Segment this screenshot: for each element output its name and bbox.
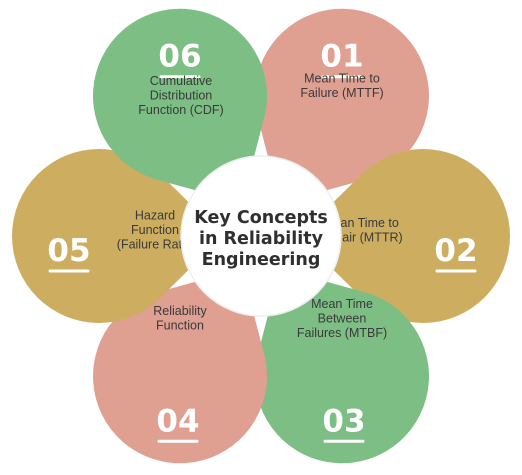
center-circle bbox=[180, 155, 342, 317]
petal-label-04-line-2: Function bbox=[156, 319, 204, 333]
petal-shape-06 bbox=[93, 8, 268, 204]
petal-label-02-line-1: Mean Time to bbox=[323, 216, 399, 230]
petal-number-01: 01 bbox=[320, 39, 363, 75]
petal-label-03-line-1: Mean Time bbox=[311, 297, 373, 311]
petal-label-06-line-1: Cumulative bbox=[150, 74, 213, 88]
petal-number-03: 03 bbox=[322, 403, 365, 439]
center-title-line-2: in Reliability bbox=[199, 229, 324, 249]
petal-label-03-line-3: Failures (MTBF) bbox=[297, 326, 387, 340]
petal-label-01-line-1: Mean Time to bbox=[304, 71, 380, 85]
petal-shape-02 bbox=[299, 148, 510, 324]
center-title-line-3: Engineering bbox=[202, 250, 321, 270]
petal-shape-01 bbox=[255, 8, 429, 204]
petal-shape-05 bbox=[12, 148, 224, 323]
petal-label-05-line-2: Function bbox=[131, 223, 179, 237]
petal-number-05: 05 bbox=[47, 233, 90, 269]
petal-label-03-line-2: Between bbox=[318, 311, 367, 325]
petal-label-05-line-3: (Failure Rate) bbox=[117, 238, 193, 252]
petal-label-06-line-3: Function (CDF) bbox=[138, 103, 223, 117]
petal-label-04-line-1: Reliability bbox=[153, 304, 207, 318]
center-hub: Key Concepts in Reliability Engineering bbox=[180, 155, 342, 317]
petal-label-05-line-1: Hazard bbox=[135, 209, 175, 223]
petal-label-01-line-2: Failure (MTTF) bbox=[300, 86, 383, 100]
petal-number-06: 06 bbox=[158, 39, 201, 75]
petal-number-02: 02 bbox=[434, 233, 477, 269]
petal-label-06-line-2: Distribution bbox=[150, 89, 213, 103]
petal-shape-03 bbox=[255, 268, 429, 464]
petal-number-04: 04 bbox=[156, 403, 199, 439]
petal-shape-04 bbox=[92, 268, 267, 464]
center-title-line-1: Key Concepts bbox=[194, 208, 328, 228]
